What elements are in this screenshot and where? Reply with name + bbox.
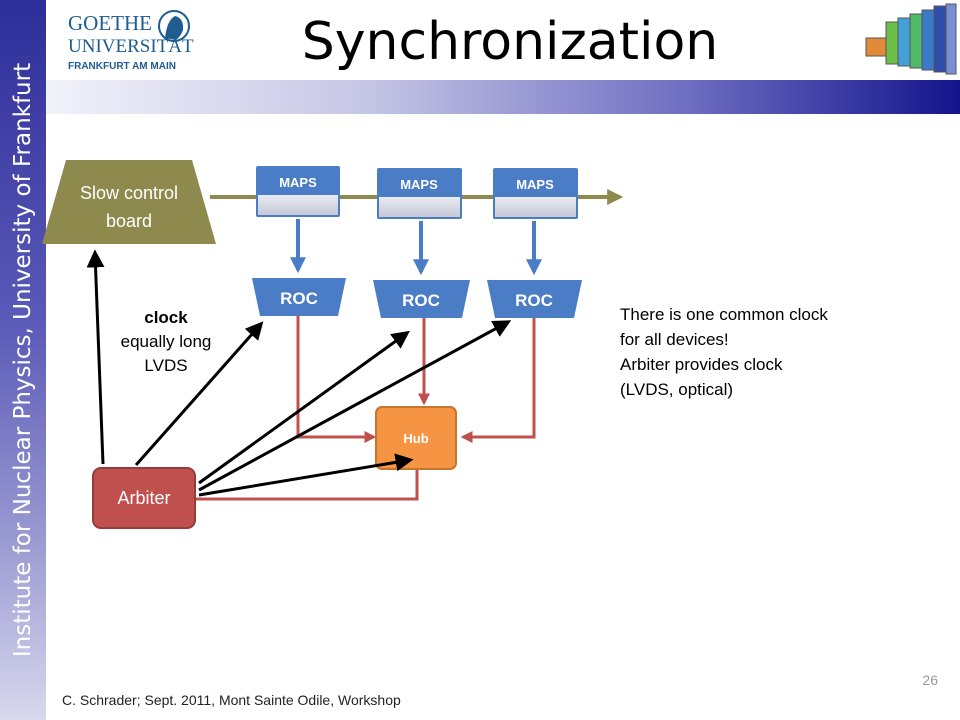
clock-annotation-line-2: equally long: [120, 332, 212, 351]
goethe-university-logo: GOETHE UNIVERSITÄT FRANKFURT AM MAIN: [68, 10, 194, 72]
clock-arrow-to-roc-3: [198, 320, 512, 492]
maps-label-3: MAPS: [516, 177, 554, 192]
roc3-to-hub-line: [460, 318, 536, 443]
clock-annotation: clock equally long LVDS: [96, 306, 236, 378]
note-line-2: for all devices!: [620, 330, 729, 349]
arbiter-label: Arbiter: [117, 488, 170, 508]
slide-title: Synchronization: [301, 12, 719, 72]
sidebar-band: Institute for Nuclear Physics, Universit…: [0, 0, 46, 720]
detector-setup-icon: [865, 3, 957, 75]
clock-arrow-to-hub: [198, 453, 414, 497]
slow-control-label-2: board: [106, 211, 152, 231]
slow-control-label-1: Slow control: [80, 183, 178, 203]
note-line-3: Arbiter provides clock: [620, 355, 783, 374]
roc-label-3: ROC: [515, 291, 553, 310]
notes-text: There is one common clock for all device…: [620, 302, 920, 402]
maps-label-2: MAPS: [400, 177, 438, 192]
roc1-to-hub-line: [296, 316, 377, 443]
note-line-1: There is one common clock: [620, 305, 828, 324]
slow-control-board: Slow control board: [42, 160, 216, 244]
goethe-portrait-icon: [158, 10, 190, 42]
maps-chip-3: MAPS: [493, 168, 578, 219]
page-number: 26: [922, 672, 938, 688]
roc-label-2: ROC: [402, 291, 440, 310]
footer-text: C. Schrader; Sept. 2011, Mont Sainte Odi…: [62, 692, 401, 708]
logo-line-3: FRANKFURT AM MAIN: [68, 61, 176, 72]
maps-label-1: MAPS: [279, 175, 317, 190]
roc-3: ROC: [487, 280, 582, 318]
note-line-4: (LVDS, optical): [620, 380, 734, 399]
title-gradient-band: [46, 80, 960, 114]
roc-2: ROC: [373, 280, 470, 318]
maps-chip-2: MAPS: [377, 168, 462, 219]
roc-1: ROC: [252, 278, 346, 316]
clock-arrow-to-roc-1: [134, 321, 264, 466]
clock-arrow-to-roc-2: [198, 330, 410, 485]
arbiter-to-hub-line: [195, 470, 419, 501]
clock-annotation-line-3: LVDS: [144, 356, 188, 375]
hub-box: Hub: [375, 406, 457, 470]
logo-line-1: GOETHE: [68, 11, 152, 35]
roc-label-1: ROC: [280, 289, 318, 308]
clock-annotation-line-1: clock: [144, 308, 188, 327]
maps-chip-1: MAPS: [256, 166, 340, 217]
logo-line-2: UNIVERSITÄT: [68, 36, 194, 57]
hub-label: Hub: [403, 431, 428, 446]
arbiter-box: Arbiter: [92, 467, 196, 529]
clock-arrow-to-slow-control: [86, 249, 105, 465]
